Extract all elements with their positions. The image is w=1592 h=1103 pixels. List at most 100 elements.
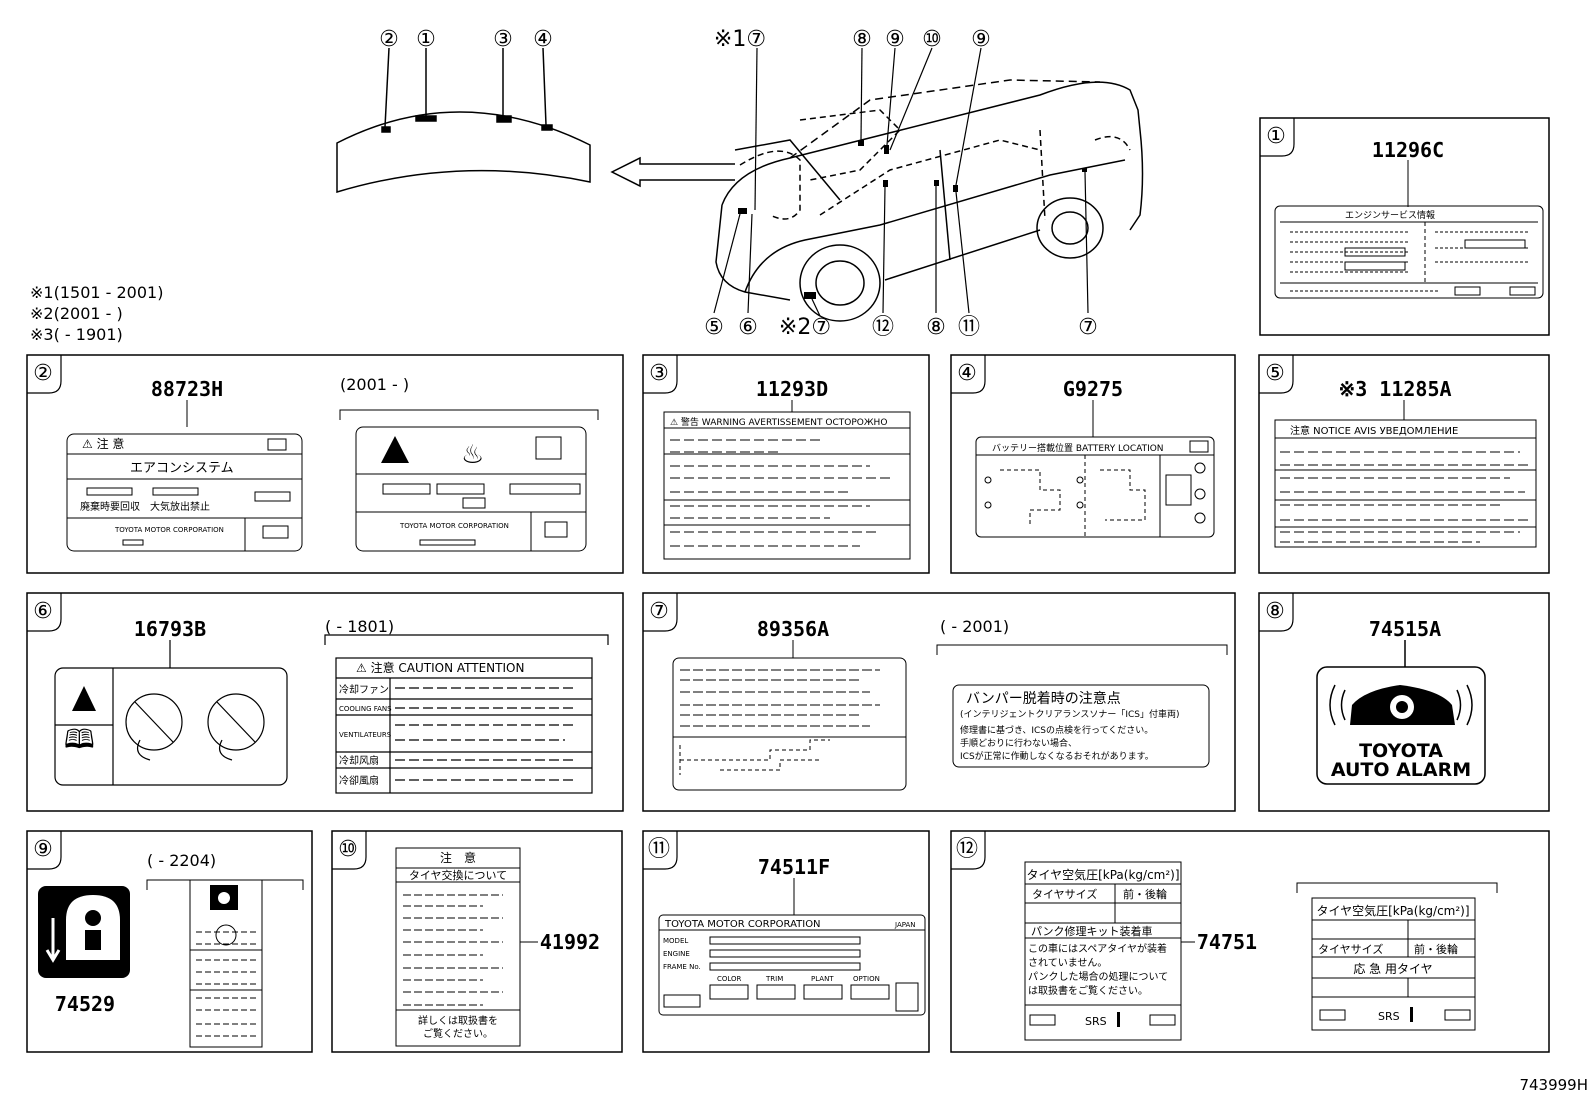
panel-tab-11 — [643, 831, 678, 870]
panel-tab-8 — [1259, 593, 1294, 632]
panel-3-label-header: ⚠ 警告 WARNING AVERTISSEMENT ОСТОРОЖНО — [670, 416, 887, 428]
panel-tab-4 — [951, 355, 986, 394]
srs-bar-icon — [1117, 1012, 1120, 1027]
callout-label: ④ — [533, 27, 553, 52]
part-number-8: 74515A — [1369, 617, 1441, 641]
part-numbers: 11296C 88723H 11293D G9275 ※3 11285A 167… — [55, 138, 1452, 1016]
panel-number-10: ⑩ — [338, 837, 358, 862]
panel-tab-5 — [1259, 355, 1294, 394]
panel-11-col-option: OPTION — [853, 975, 880, 983]
callout-label: ⑦ — [1078, 315, 1098, 340]
panel-7-contents — [672, 640, 1228, 791]
panel-7-label-title: バンパー脱着時の注意点 — [966, 690, 1121, 707]
panel-number-4: ④ — [957, 361, 977, 386]
panel-10-contents — [395, 847, 538, 1047]
panel-11-maker: TOYOTA MOTOR CORPORATION — [664, 919, 821, 930]
panel-11-field-frame: FRAME No. — [663, 963, 701, 971]
callout-label: ⑩ — [922, 27, 942, 52]
srs-bar-icon — [1410, 1007, 1413, 1022]
callout-label: ⑨ — [885, 27, 905, 52]
panel-7-label-sub: (インテリジェントクリアランスソナー「ICS」付車両) — [960, 708, 1180, 720]
panel-11-contents — [658, 878, 926, 1016]
callout-label: ⑫ — [872, 315, 894, 340]
panel-8-product: AUTO ALARM — [1331, 759, 1471, 781]
panel-12-kit: パンク修理キット装着車 — [1031, 924, 1153, 938]
panel-10-label-foot-2: ご覧ください。 — [423, 1027, 493, 1040]
child-seat-icon — [38, 886, 130, 978]
panel-tab-6 — [27, 593, 62, 632]
panel-12-alt-srs: SRS — [1378, 1010, 1400, 1023]
panel-12-label-title: タイヤ空気圧[kPa(kg/cm²)] — [1026, 867, 1179, 882]
part-number-12: 74751 — [1197, 930, 1257, 954]
panel-10-label-sub: タイヤ交換について — [409, 868, 507, 882]
panel-frame-5 — [1258, 354, 1550, 574]
panel-11-field-engine: ENGINE — [663, 950, 690, 958]
panel-12-line-2: されていません。 — [1028, 957, 1107, 969]
panel-number-6: ⑥ — [33, 599, 53, 624]
range-6: ( - 1801) — [325, 617, 394, 636]
panel-12-contents — [1024, 861, 1498, 1041]
panel-frame-7 — [642, 592, 1236, 812]
panel-1-contents — [1274, 160, 1544, 299]
panel-frame-6 — [26, 592, 624, 812]
panel-2-contents — [66, 400, 599, 552]
diagram-id: 743999H — [1519, 1076, 1588, 1094]
panel-number-3: ③ — [649, 361, 669, 386]
range-7: ( - 2001) — [940, 617, 1009, 636]
panel-tab-12 — [951, 831, 986, 870]
vehicle-outline — [715, 79, 1144, 322]
panel-6-row-3: VENTILATEURS — [339, 731, 392, 739]
warning-icon — [72, 686, 96, 711]
panel-10-label-foot-1: 詳しくは取扱書を — [418, 1014, 498, 1027]
panel-number-1: ① — [1266, 124, 1286, 149]
panel-9-contents — [146, 879, 304, 1048]
part-number-9: 74529 — [55, 992, 115, 1016]
callout-label: ① — [416, 27, 436, 52]
panel-number-11: ⑪ — [648, 837, 670, 862]
alarm-emblem-icon — [1350, 685, 1455, 725]
panel-12-alt-col-axle: 前・後輪 — [1414, 942, 1458, 956]
vehicle-leaders — [713, 47, 1089, 317]
panel-number-8: ⑧ — [1265, 599, 1285, 624]
vehicle-markers — [738, 140, 1087, 299]
callout-label: ② — [379, 27, 399, 52]
panel-7-label-line-3: ICSが正常に作動しなくなるおそれがあります。 — [960, 750, 1154, 762]
flame-icon: ♨ — [461, 440, 484, 470]
callout-label: ⑥ — [738, 315, 758, 340]
part-number-10: 41992 — [540, 930, 600, 954]
panel-12-srs: SRS — [1085, 1015, 1107, 1028]
panel-12-alt-spare: 応 急 用タイヤ — [1353, 961, 1432, 976]
footnote-1: ※1(1501 - 2001) — [30, 283, 163, 302]
part-number-1: 11296C — [1372, 138, 1444, 162]
callout-label: ⑨ — [971, 27, 991, 52]
panel-number-9: ⑨ — [33, 837, 53, 862]
callout-label: ※2⑦ — [779, 315, 831, 340]
panel-7-label-line-2: 手順どおりに行わない場合、 — [960, 737, 1077, 749]
panel-frame-3 — [642, 354, 930, 574]
panel-3-contents — [663, 400, 911, 560]
panel-2-alt-icons: ♨ — [381, 436, 484, 470]
panel-number-2: ② — [33, 361, 53, 386]
part-number-3: 11293D — [756, 377, 828, 401]
panel-11-col-trim: TRIM — [765, 975, 783, 983]
panel-frame-9 — [26, 830, 313, 1053]
panel-6-row-2: COOLING FANS — [339, 705, 392, 713]
footnote-3: ※3( - 1901) — [30, 325, 123, 344]
manual-book-icon: 🕮 — [64, 725, 95, 755]
panel-12-line-3: パンクした場合の処理について — [1028, 970, 1168, 983]
panel-12-alt-col-size: タイヤサイズ — [1318, 942, 1383, 956]
panel-11-col-color: COLOR — [717, 975, 742, 983]
panel-tab-2 — [27, 355, 62, 394]
panel-12-col-size: タイヤサイズ — [1032, 887, 1097, 901]
callout-label: ③ — [493, 27, 513, 52]
panel-5-contents — [1274, 400, 1537, 548]
panel-4-label-header: バッテリー搭載位置 BATTERY LOCATION — [992, 442, 1164, 454]
panel-tab-3 — [643, 355, 678, 394]
range-9: ( - 2204) — [147, 851, 216, 870]
panel-11-country: JAPAN — [894, 921, 916, 929]
